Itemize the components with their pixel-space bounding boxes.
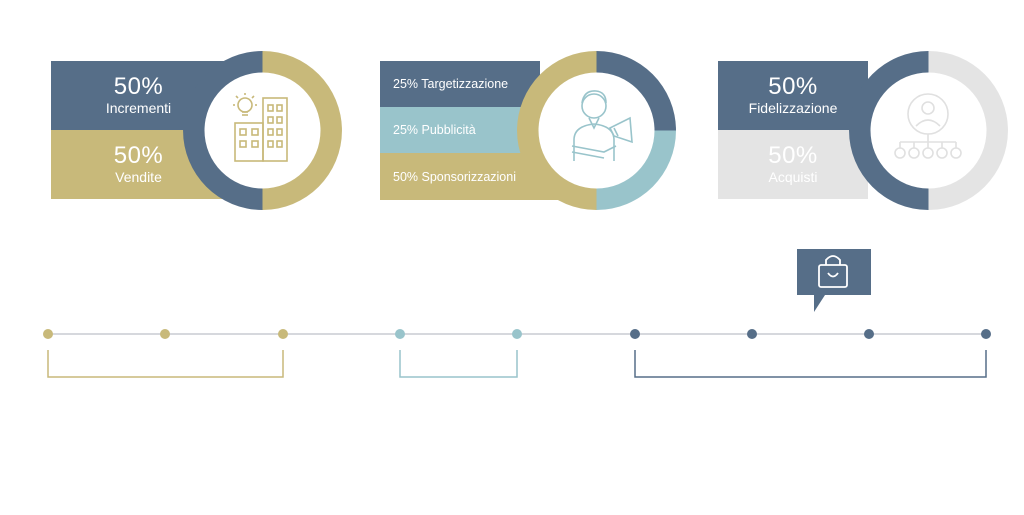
targetizzazione-label: 25% Targetizzazione bbox=[393, 77, 509, 91]
bracket-slate bbox=[634, 350, 987, 378]
donut3-gray-segment bbox=[928, 51, 1008, 210]
donut1-gold-segment bbox=[262, 51, 342, 210]
vendite-label: Vendite bbox=[115, 169, 162, 185]
sponsorizzazioni-label: 50% Sponsorizzazioni bbox=[393, 169, 516, 184]
band-fidelizzazione: 50% Fidelizzazione bbox=[718, 61, 868, 130]
timeline-dot bbox=[278, 329, 288, 339]
card-advertising: 25% Targetizzazione 25% Pubblicità 50% S… bbox=[380, 61, 580, 200]
shopping-bag-icon bbox=[818, 255, 848, 288]
timeline-dot bbox=[864, 329, 874, 339]
bracket-gold bbox=[47, 350, 284, 378]
fidelizzazione-label: Fidelizzazione bbox=[748, 100, 838, 116]
donut3-slate-segment bbox=[849, 51, 929, 210]
donut2-gold-segment bbox=[517, 51, 597, 210]
incrementi-label: Incrementi bbox=[105, 100, 172, 116]
buildings-lightbulb-icon bbox=[233, 93, 288, 162]
timeline-dot bbox=[747, 329, 757, 339]
donut1-slate-segment bbox=[183, 51, 263, 210]
acquisti-label: Acquisti bbox=[768, 169, 818, 185]
incrementi-percent: 50% bbox=[113, 73, 164, 100]
donut-chart-1 bbox=[183, 51, 342, 210]
shopping-bag-callout bbox=[797, 249, 871, 312]
vendite-percent: 50% bbox=[113, 142, 164, 169]
user-network-icon bbox=[894, 93, 962, 159]
band-pubblicita: 25% Pubblicità bbox=[380, 107, 540, 153]
timeline-dot bbox=[395, 329, 405, 339]
person-megaphone-icon bbox=[571, 90, 633, 161]
bracket-teal bbox=[399, 350, 518, 378]
card-fidelizzazione-acquisti: 50% Fidelizzazione 50% Acquisti bbox=[718, 61, 918, 200]
donut-chart-2 bbox=[517, 51, 676, 210]
timeline-dot bbox=[512, 329, 522, 339]
timeline-dot bbox=[160, 329, 170, 339]
acquisti-percent: 50% bbox=[768, 142, 818, 169]
donut-chart-3 bbox=[849, 51, 1008, 210]
band-targetizzazione: 25% Targetizzazione bbox=[380, 61, 540, 107]
timeline-dot bbox=[981, 329, 991, 339]
pubblicita-label: 25% Pubblicità bbox=[393, 123, 476, 137]
fidelizzazione-percent: 50% bbox=[768, 73, 818, 100]
band-acquisti: 50% Acquisti bbox=[718, 130, 868, 199]
timeline-dot bbox=[630, 329, 640, 339]
timeline-dot bbox=[43, 329, 53, 339]
